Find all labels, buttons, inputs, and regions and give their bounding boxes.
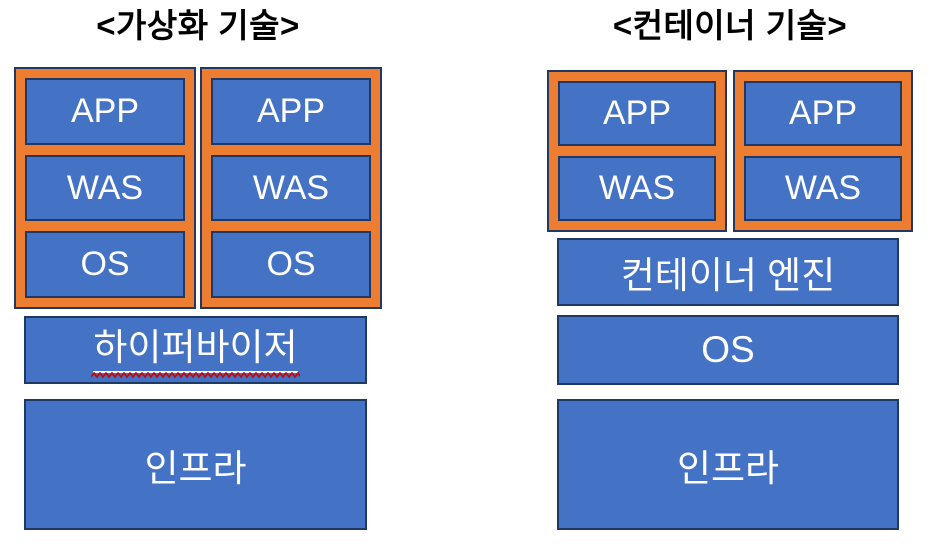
container-title: <컨테이너 기술> [612, 7, 848, 44]
os-box-right: OS [557, 315, 899, 385]
vm1-app-layer: APP [25, 78, 185, 145]
hypervisor-box: 하이퍼바이저 [24, 316, 367, 384]
container-engine-label: 컨테이너 엔진 [620, 255, 836, 296]
container1-app-layer: APP [558, 81, 716, 146]
vm2-was-layer: WAS [211, 154, 371, 222]
vm1-os-layer: OS [25, 231, 185, 299]
infrastructure-box-right: 인프라 [557, 399, 899, 530]
hypervisor-label: 하이퍼바이저 [91, 327, 300, 378]
os-right-label: OS [701, 329, 755, 370]
infrastructure-right-label: 인프라 [676, 447, 780, 489]
virtualization-title: <가상화 기술> [96, 7, 300, 44]
container-engine-box: 컨테이너 엔진 [557, 238, 899, 306]
container-stack-1: APP WAS [547, 70, 727, 232]
spellcheck-squiggle-underline [91, 371, 300, 378]
container1-was-layer: WAS [558, 156, 716, 221]
hypervisor-label-text: 하이퍼바이저 [93, 327, 298, 369]
infrastructure-box-left: 인프라 [24, 399, 367, 530]
container2-app-layer: APP [744, 81, 902, 146]
vm2-os-layer: OS [211, 231, 371, 299]
vm-stack-2: APP WAS OS [200, 67, 382, 309]
container-stack-2: APP WAS [733, 70, 913, 232]
vm-stack-1: APP WAS OS [14, 67, 196, 309]
container2-was-layer: WAS [744, 156, 902, 221]
vm1-was-layer: WAS [25, 154, 185, 222]
vm2-app-layer: APP [211, 78, 371, 145]
infrastructure-left-label: 인프라 [144, 447, 247, 489]
